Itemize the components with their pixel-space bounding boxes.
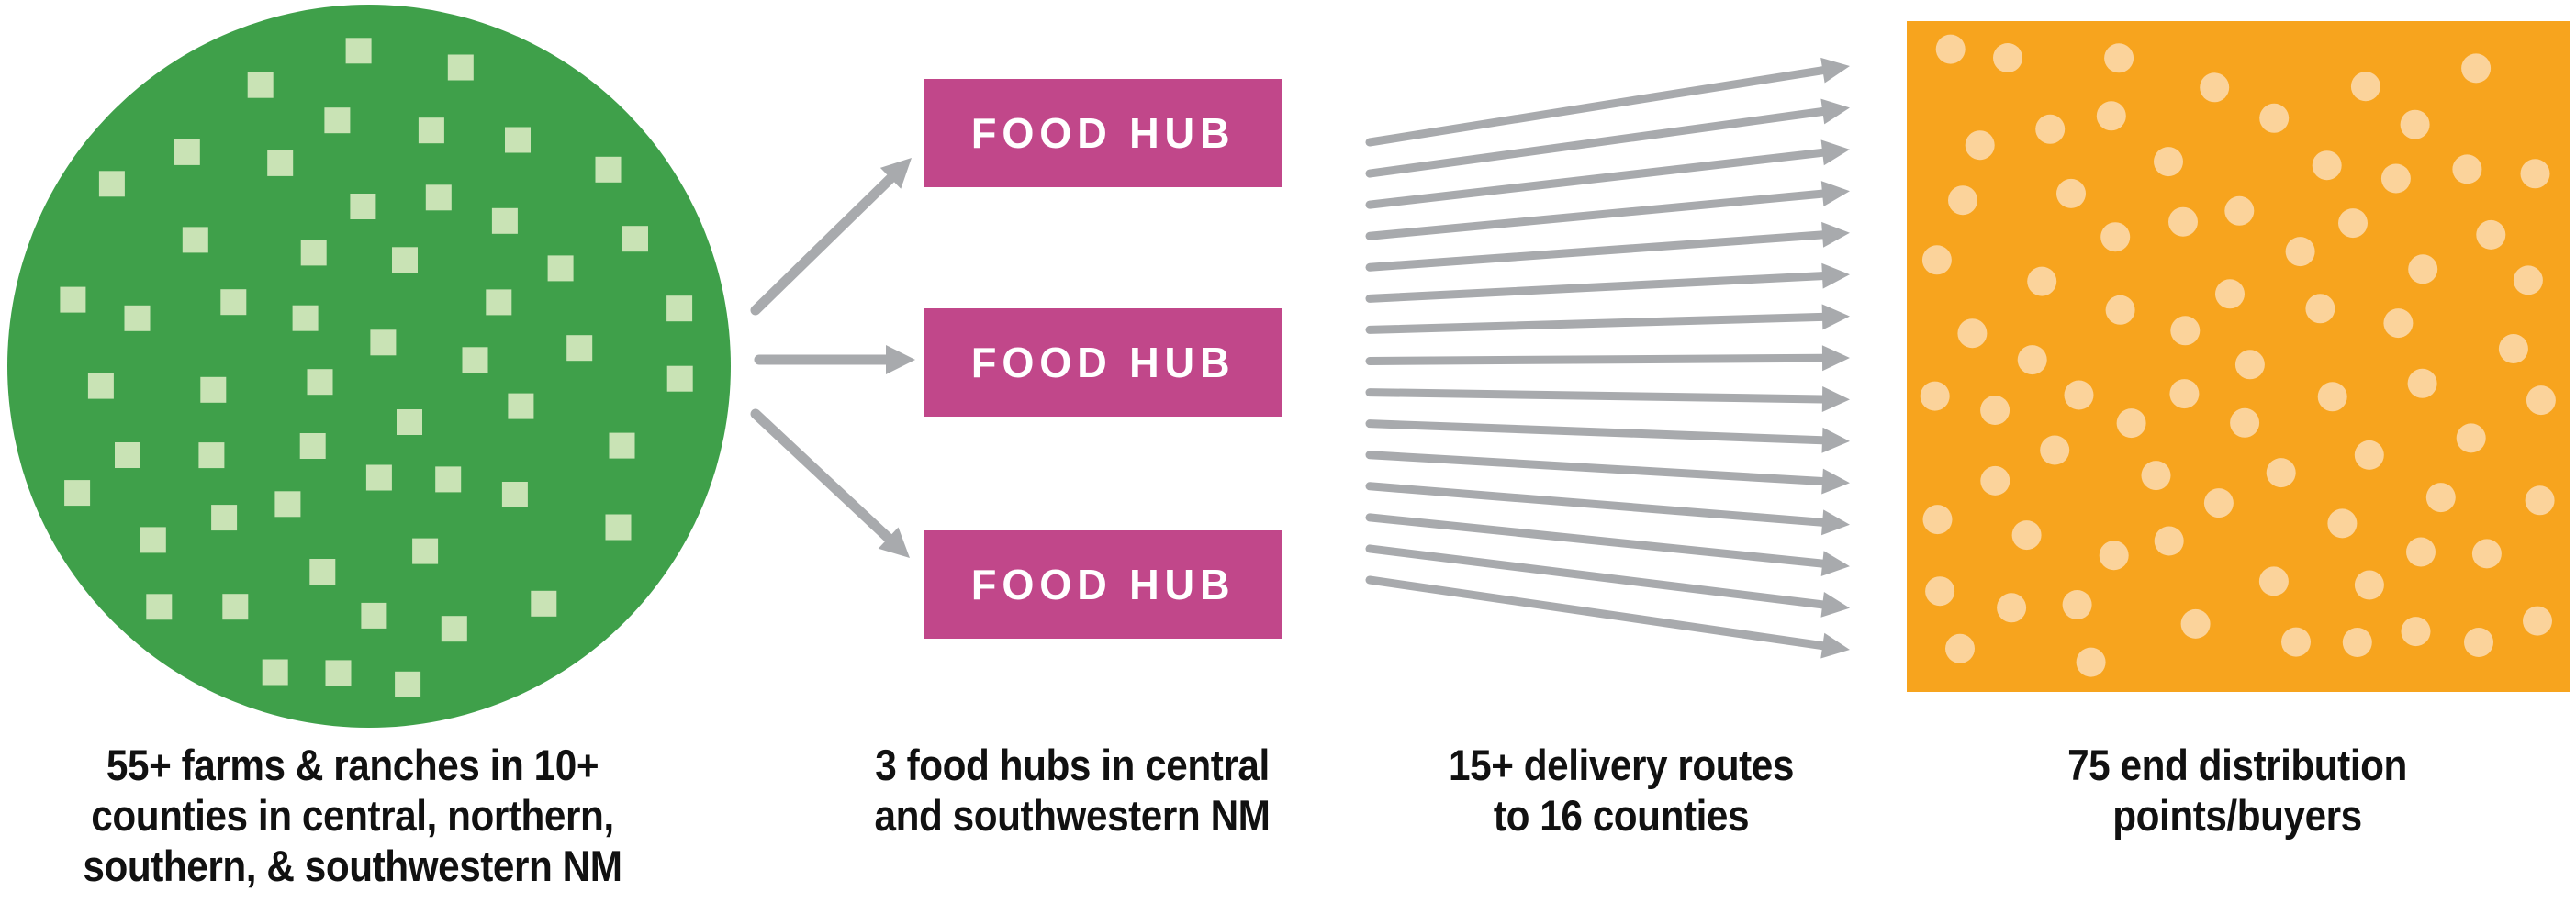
buyers-caption-line: 75 end distribution [2067,741,2407,789]
farms-caption-line: counties in central, northern, [91,791,614,840]
food-hub-box-1: FOOD HUB [924,79,1282,187]
buyers-square [1907,21,2570,692]
food-hub-label: FOOD HUB [971,109,1236,157]
hubs-caption-line: and southwestern NM [874,791,1271,840]
hubs-caption-line: 3 food hubs in central [875,741,1270,789]
farms-caption-line: southern, & southwestern NM [83,842,622,890]
food-hub-label: FOOD HUB [971,339,1236,386]
routes-caption-line: to 16 counties [1493,791,1750,840]
food-hub-box-3: FOOD HUB [924,530,1282,639]
buyer-dots-pattern [1920,34,2556,677]
farms-circle [7,5,731,728]
farms-caption-line: 55+ farms & ranches in 10+ [106,741,599,789]
routes-caption-line: 15+ delivery routes [1449,741,1794,789]
buyers-caption-line: points/buyers [2112,791,2362,840]
food-hub-label: FOOD HUB [971,561,1236,608]
farm-squares-pattern [60,38,693,697]
farms-caption: 55+ farms & ranches in 10+ counties in c… [55,740,650,891]
buyers-caption: 75 end distribution points/buyers [1989,740,2485,841]
food-hub-box-2: FOOD HUB [924,308,1282,417]
hubs-caption: 3 food hubs in central and southwestern … [824,740,1320,841]
routes-caption: 15+ delivery routes to 16 counties [1373,740,1869,841]
